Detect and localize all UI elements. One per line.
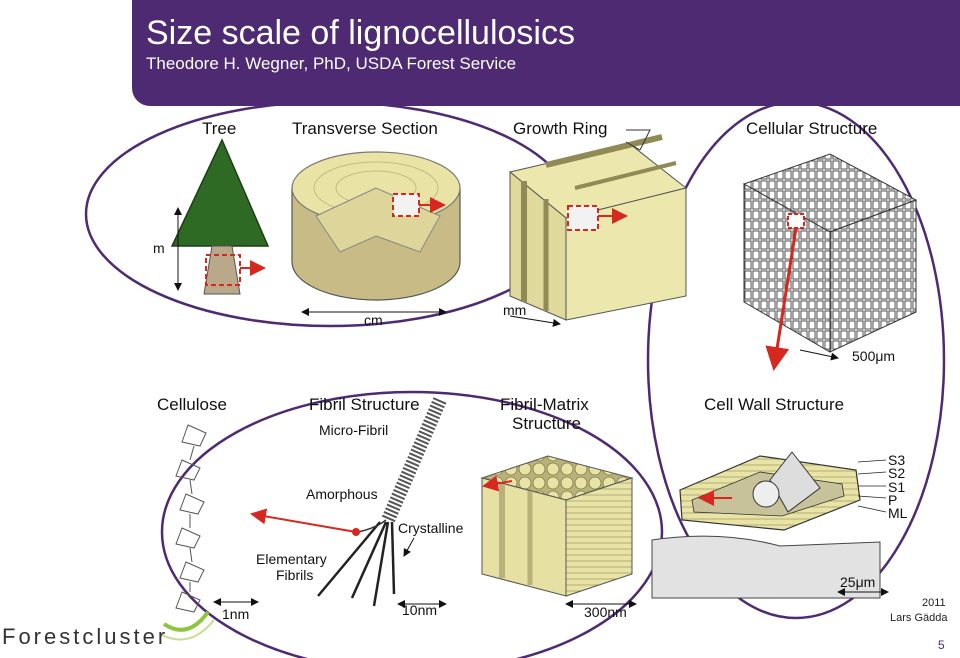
page-number: 5	[938, 638, 945, 652]
right-ellipse	[646, 100, 946, 620]
growth-ring-cube	[508, 129, 688, 321]
label-transverse-section: Transverse Section	[292, 119, 438, 138]
label-growth-ring: Growth Ring	[513, 119, 608, 138]
label-cellulose: Cellulose	[157, 395, 227, 414]
fibril-illustration	[250, 397, 447, 607]
scale-cm: cm	[364, 312, 383, 328]
label-fibril-structure: Fibril Structure	[309, 395, 420, 414]
label-elementary: Elementary	[256, 551, 327, 567]
scale-500um: 500μm	[852, 348, 896, 364]
forestcluster-logo: Forestcluster	[2, 624, 169, 649]
tree-illustration	[170, 138, 270, 295]
scale-300nm: 300nm	[584, 604, 627, 620]
scale-500um-arrow	[799, 349, 839, 361]
scale-mm-arrow	[509, 315, 561, 327]
wall-layer-ml: ML	[888, 505, 908, 521]
header-banner	[132, 0, 960, 106]
scale-25um: 25μm	[840, 574, 876, 590]
scale-m: m	[153, 240, 165, 256]
scale-1nm: 1nm	[222, 606, 250, 622]
fibril-matrix-cube	[480, 455, 634, 597]
log-section-illustration	[291, 151, 461, 301]
wall-layer-p: P	[888, 492, 898, 508]
brand-swoosh-icon	[162, 610, 210, 632]
label-cell-wall-structure: Cell Wall Structure	[704, 395, 845, 414]
bottom-ellipse	[160, 390, 664, 658]
credit-year: 2011	[922, 597, 946, 609]
wall-layer-s1: S1	[888, 479, 906, 495]
credit-name: Lars Gädda	[890, 612, 948, 624]
label-tree: Tree	[202, 119, 237, 138]
label-fibril-matrix: Fibril-Matrix	[500, 395, 589, 414]
cellulose-molecule	[175, 424, 207, 613]
label-fibrils: Fibrils	[276, 567, 314, 583]
slide-subtitle: Theodore H. Wegner, PhD, USDA Forest Ser…	[146, 54, 517, 73]
slide-title: Size scale of lignocellulosics	[146, 14, 575, 52]
cell-wall-illustration	[651, 451, 887, 599]
label-amorphous: Amorphous	[306, 486, 378, 502]
label-cellular-structure: Cellular Structure	[746, 119, 878, 138]
scale-10nm: 10nm	[402, 602, 438, 618]
wall-layer-s3: S3	[888, 452, 906, 468]
scale-mm: mm	[503, 302, 527, 318]
label-structure: Structure	[512, 414, 581, 433]
label-crystalline: Crystalline	[398, 520, 464, 536]
wall-layer-s2: S2	[888, 465, 906, 481]
label-micro-fibril: Micro-Fibril	[319, 422, 389, 438]
cellular-structure-illustration	[742, 153, 918, 371]
